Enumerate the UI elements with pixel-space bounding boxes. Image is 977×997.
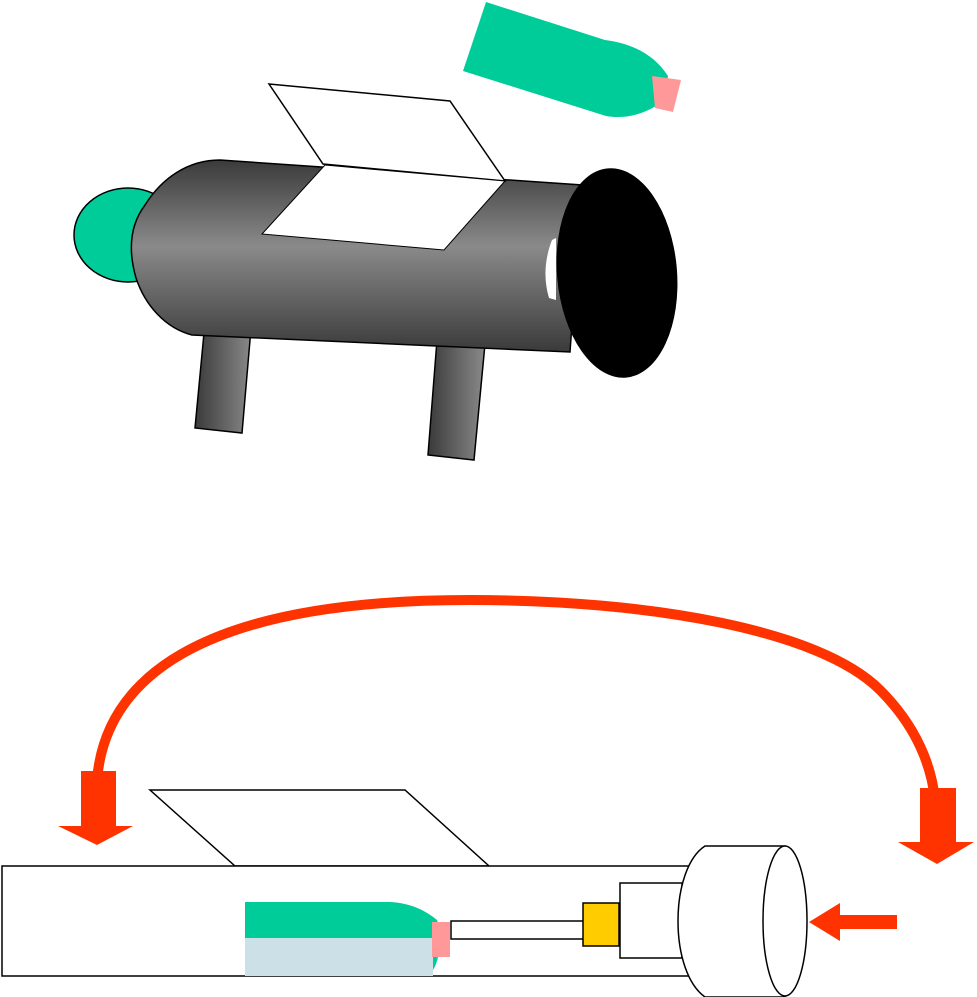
top-illustration [73,2,681,461]
bottle-cap [652,76,681,112]
bottom-schematic [1,594,974,997]
back-leg [427,339,486,461]
left-arrowhead [58,771,133,845]
barrel-mouth [556,168,678,378]
mouth-glint [545,238,556,300]
right-arrowhead [898,788,974,864]
tube-bottle [245,902,450,976]
bottle-green-part [245,902,440,945]
rod [450,920,585,940]
curved-arrow [92,594,940,801]
lid-opening [260,164,507,251]
sleeve [619,882,683,959]
bottle-body [463,2,668,118]
cylinder-body [677,845,786,997]
push-arrow [809,903,897,941]
bottle-cap-pink [432,922,450,957]
yellow-plug [582,902,620,947]
floating-bottle [463,2,681,118]
cylinder-face [762,845,808,997]
water [245,938,433,976]
end-cylinder [677,845,808,997]
flap [148,789,491,867]
